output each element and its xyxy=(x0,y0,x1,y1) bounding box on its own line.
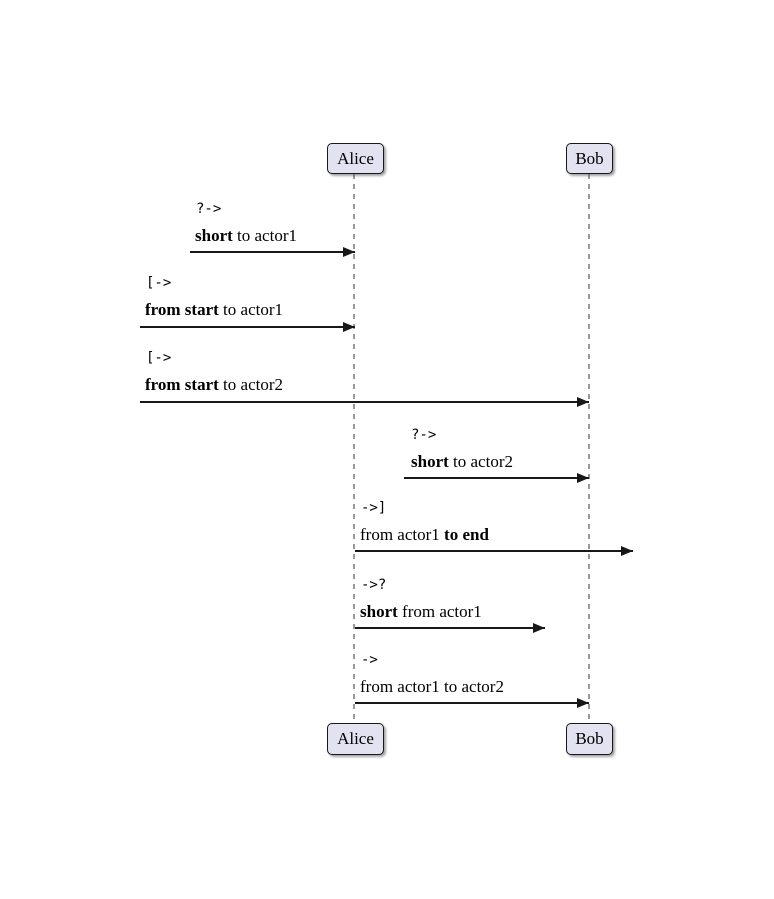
actor-box-bob-bottom: Bob xyxy=(566,723,613,755)
message-5-label-part: from actor1 xyxy=(360,525,445,544)
message-5-label-part: to end xyxy=(444,525,489,544)
message-6-label-part: short xyxy=(360,602,398,621)
message-1-label: short to actor1 xyxy=(195,226,297,246)
message-2-label-part: to actor1 xyxy=(218,300,283,319)
actor-name-bob: Bob xyxy=(575,729,604,748)
message-4-operator: ?-> xyxy=(411,427,437,443)
message-2-label-part: from start xyxy=(145,300,219,319)
actor-name-alice: Alice xyxy=(337,148,374,168)
message-7-label: from actor1 to actor2 xyxy=(360,677,504,697)
message-7-arrow xyxy=(355,697,589,708)
message-3-label-part: from start xyxy=(145,375,219,394)
message-6-label-part: from actor1 xyxy=(397,602,482,621)
message-1-operator: ?-> xyxy=(196,201,222,217)
message-3-label: from start to actor2 xyxy=(145,375,283,395)
message-6-operator: ->? xyxy=(361,577,387,593)
message-4-arrow xyxy=(404,472,589,483)
arrowhead-icon xyxy=(343,321,355,332)
message-5-arrow xyxy=(355,545,633,556)
message-7-operator: -> xyxy=(361,652,378,668)
message-4-label-part: short xyxy=(411,452,449,471)
arrowhead-icon xyxy=(343,246,355,257)
actor-box-alice-bottom: Alice xyxy=(327,723,384,755)
message-7-label-part: from actor1 to actor2 xyxy=(360,677,504,696)
actor-name-bob: Bob xyxy=(575,148,604,168)
arrowhead-icon xyxy=(533,622,545,633)
message-2-label: from start to actor1 xyxy=(145,300,283,320)
message-4-label: short to actor2 xyxy=(411,452,513,472)
message-5-label: from actor1 to end xyxy=(360,525,489,545)
actor-name-alice: Alice xyxy=(337,729,374,748)
lifeline-bob xyxy=(588,174,590,723)
arrowhead-icon xyxy=(577,697,589,708)
message-4-label-part: to actor2 xyxy=(448,452,513,471)
message-6-label: short from actor1 xyxy=(360,602,482,622)
message-3-label-part: to actor2 xyxy=(218,375,283,394)
message-2-operator: [-> xyxy=(146,275,172,291)
message-2-arrow xyxy=(140,321,355,332)
message-3-operator: [-> xyxy=(146,350,172,366)
actor-box-alice-top: Alice xyxy=(327,143,384,174)
lifeline-alice xyxy=(353,174,355,723)
message-1-label-part: short xyxy=(195,226,233,245)
arrowhead-icon xyxy=(621,545,633,556)
arrowhead-icon xyxy=(577,396,589,407)
message-5-operator: ->] xyxy=(361,500,387,516)
message-1-label-part: to actor1 xyxy=(232,226,297,245)
actor-box-bob-top: Bob xyxy=(566,143,613,174)
message-1-arrow xyxy=(190,246,355,257)
message-6-arrow xyxy=(355,622,545,633)
message-3-arrow xyxy=(140,396,589,407)
arrowhead-icon xyxy=(577,472,589,483)
